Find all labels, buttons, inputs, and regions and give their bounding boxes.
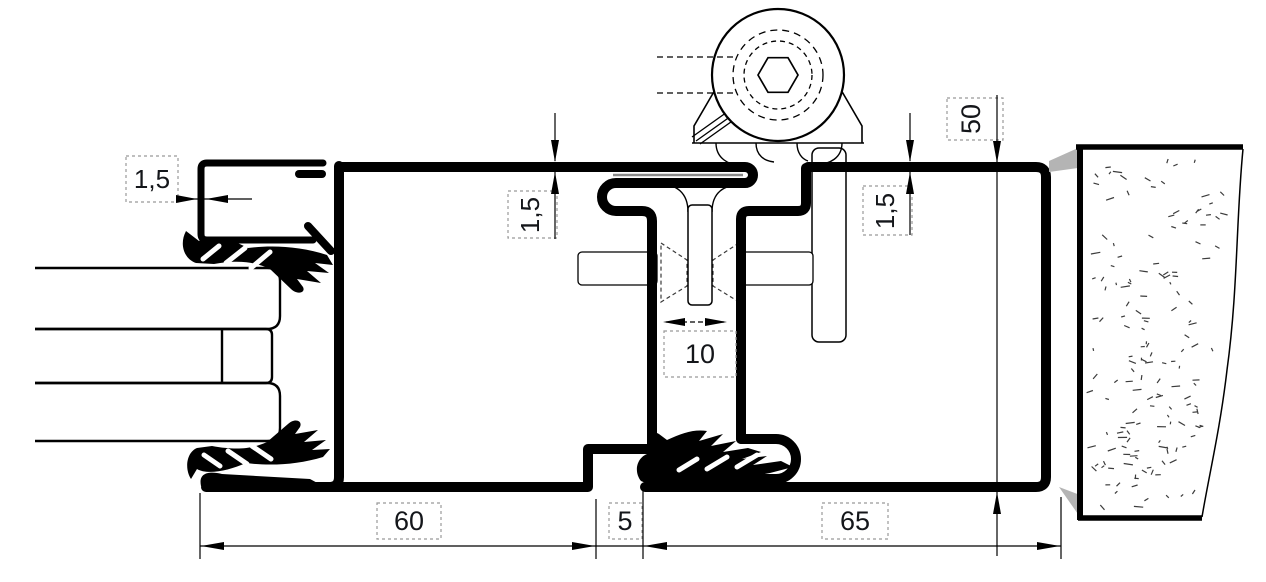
wall-break-edge: [1201, 148, 1244, 518]
hinge-hex-socket: [757, 56, 799, 94]
hinge-throat-curves: [715, 142, 843, 167]
countersink-right-hidden: [712, 241, 740, 304]
dim-text-5: 5: [617, 506, 632, 536]
label-box-10: [663, 330, 737, 378]
wall-stipple: [1086, 158, 1228, 511]
mounting-shim-top: [1049, 148, 1078, 172]
right-frame-profile: [640, 162, 1051, 492]
left-profile-bottom: [201, 221, 657, 492]
label-box-50: [946, 97, 1004, 141]
rebate-channel: [197, 159, 335, 255]
right-profile-outline: [640, 162, 1051, 492]
gasket-highlights: [200, 243, 760, 473]
dim-text-50: 50: [956, 104, 986, 134]
door-leaf: [35, 266, 282, 443]
dim-text-15-mid: 1,5: [515, 197, 545, 233]
gasket-bottom-foot: [200, 472, 323, 486]
mounting-shim-bottom: [1059, 487, 1080, 517]
wall-outline: [1076, 144, 1244, 521]
gasket-middle: [636, 430, 793, 484]
right-profile-bottom-fold: [643, 434, 801, 484]
dimension-label-boxes: [125, 97, 1004, 540]
dim-text-10: 10: [685, 339, 715, 369]
label-box-5: [608, 502, 643, 540]
left-profile-rebate-wall: [255, 161, 344, 492]
hinge-body: [692, 82, 864, 144]
rebate-gasket-tab: [304, 222, 335, 255]
hinge-leaf-right-strip: [811, 147, 847, 343]
gaskets: [182, 231, 793, 486]
hinge: [657, 7, 864, 167]
countersink-left-hidden: [660, 241, 688, 304]
hinge-bore-hidden-outer: [732, 29, 824, 121]
hinge-leaf-center-strip: [687, 204, 713, 306]
door-leaf-bottom-panel: [35, 381, 282, 443]
wall-section: [1049, 144, 1244, 521]
dim-text-15-left: 1,5: [134, 164, 170, 194]
label-box-65: [821, 502, 889, 540]
left-frame-profile: [201, 161, 758, 492]
hinge-pin-hidden-lines: [657, 56, 733, 94]
hinge-bore-hidden-inner: [743, 40, 813, 110]
dim-text-65: 65: [840, 506, 870, 536]
fixing-screw-left: [577, 251, 658, 286]
label-box-15-right: [862, 185, 913, 236]
dimensions: 60 5 65 10 50 1,5 1,5 1,5: [125, 95, 1062, 559]
dimension-arrows: [176, 140, 1060, 550]
label-box-15-mid: [507, 190, 558, 239]
label-box-15-left: [125, 155, 179, 203]
label-box-60: [376, 502, 442, 540]
fixing-screw-right: [738, 251, 814, 286]
right-profile-notch: [736, 163, 811, 444]
hinge-leaf-curve-right: [711, 183, 743, 213]
door-leaf-top-panel: [35, 266, 282, 331]
door-leaf-core-panel: [35, 327, 274, 385]
dim-text-60: 60: [394, 506, 424, 536]
dim-text-15-right: 1,5: [870, 193, 900, 229]
dimension-lines: [178, 95, 1062, 559]
left-profile-top-fold: [336, 162, 758, 235]
